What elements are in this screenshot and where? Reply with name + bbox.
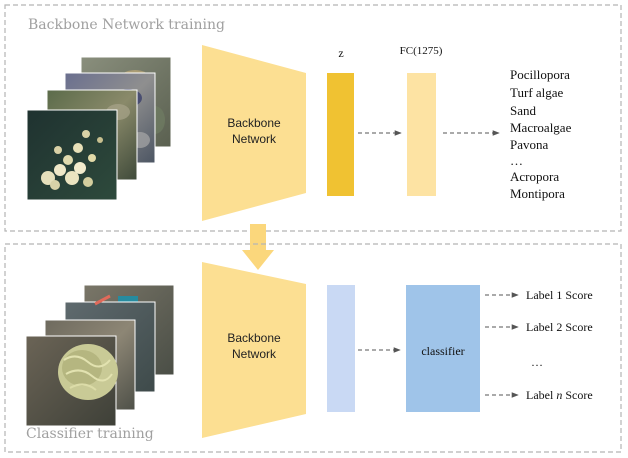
feature-z-block — [327, 73, 354, 196]
backbone-label-top-line2: Network — [232, 132, 277, 146]
backbone-label-bottom-line1: Backbone — [227, 331, 281, 345]
classifier-label: classifier — [421, 344, 464, 358]
output-label-n: Label n Score — [526, 388, 593, 402]
top-image-stack — [26, 56, 172, 201]
classifier-block — [406, 285, 480, 412]
top-section-title: Backbone Network training — [28, 17, 225, 33]
bottom-section-frame — [4, 243, 622, 453]
output-ellipsis: … — [531, 355, 543, 369]
coral-image — [26, 109, 118, 201]
feature-z-label: z — [338, 46, 343, 60]
output-label-2: Label 2 Score — [526, 320, 593, 334]
fc-layer-label: FC(1275) — [400, 45, 443, 57]
class-list: Pocillopora Turf algae Sand Macroalgae P… — [510, 67, 572, 201]
backbone-label-top-line1: Backbone — [227, 116, 281, 130]
class-name: Macroalgae — [510, 120, 572, 135]
fc-layer-block — [407, 73, 436, 196]
class-name: Pocillopora — [510, 67, 570, 82]
top-section-frame — [4, 4, 622, 232]
class-name: … — [510, 153, 523, 168]
class-name: Sand — [510, 103, 537, 118]
backbone-network-bottom — [202, 262, 306, 438]
class-name: Montipora — [510, 186, 565, 201]
class-name: Pavona — [510, 137, 549, 152]
output-label-1: Label 1 Score — [526, 288, 593, 302]
backbone-label-bottom-line2: Network — [232, 347, 277, 361]
transfer-arrow — [242, 224, 274, 270]
bottom-image-stack — [25, 284, 175, 427]
bottom-section-title: Classifier training — [26, 426, 154, 442]
backbone-network-top — [202, 45, 306, 221]
class-name: Turf algae — [510, 85, 564, 100]
class-name: Acropora — [510, 169, 559, 184]
feature-block-bottom — [327, 285, 355, 412]
